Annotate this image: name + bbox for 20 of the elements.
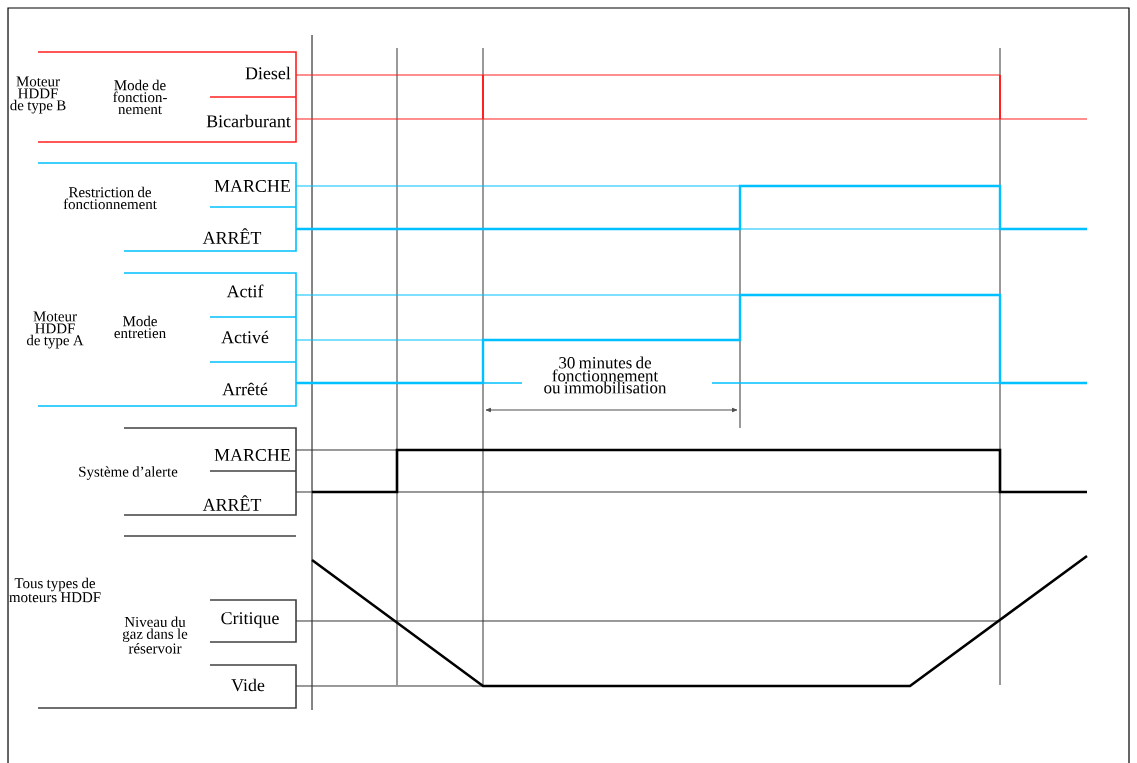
state-label: ARRÊT <box>202 228 262 244</box>
state-label: ARRÊT <box>202 495 262 511</box>
state-label: Activé <box>221 330 269 344</box>
state-label: MARCHE <box>214 179 290 192</box>
group-label: Niveau du gaz dans le réservoir <box>122 616 188 654</box>
state-label: Actif <box>226 284 264 298</box>
group-label: Moteur HDDF de type A <box>26 311 84 349</box>
state-label: Critique <box>221 612 279 628</box>
state-label: Vide <box>231 678 265 692</box>
group-label: Mode de fonction- nement <box>113 79 167 115</box>
state-label: Diesel <box>245 66 291 80</box>
group-label: Moteur HDDF de type B <box>10 76 66 114</box>
state-label: Arrêté <box>222 382 268 396</box>
group-label: Restriction de fonctionnement <box>63 186 157 210</box>
state-label: Bicarburant <box>206 114 291 128</box>
group-label: Système d’alerte <box>79 466 178 480</box>
group-label: Tous types de moteurs HDDF <box>9 577 101 603</box>
group-label: Mode entretien <box>114 315 166 339</box>
state-label: MARCHE <box>214 448 290 461</box>
dimension-label: 30 minutes de fonctionnement ou immobilisation <box>544 356 667 394</box>
